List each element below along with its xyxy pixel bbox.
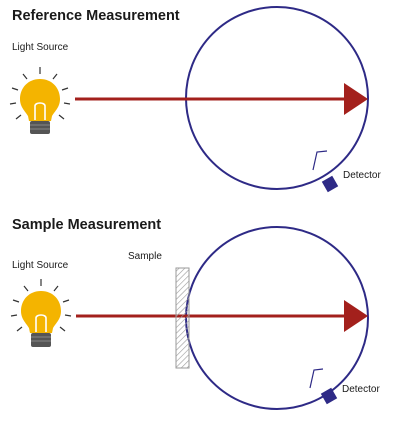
reference-detector-baffle <box>312 150 328 171</box>
sample-detector-baffle <box>309 368 324 389</box>
reference-light-source-label: Light Source <box>12 42 69 53</box>
sample-beam-arrowhead <box>344 300 368 332</box>
reference-bulb-base <box>30 121 50 134</box>
sample-title: Sample Measurement <box>12 217 162 233</box>
reference-title: Reference Measurement <box>12 8 180 24</box>
sample-light-source-label: Light Source <box>12 260 69 271</box>
reference-light-rays <box>9 67 71 120</box>
reference-bulb-icon <box>20 79 60 121</box>
reference-beam-arrowhead <box>344 83 368 115</box>
reference-detector <box>321 175 339 193</box>
sample-light-rays <box>10 279 72 332</box>
sample-light-source <box>10 279 72 347</box>
sample-detector <box>320 387 338 405</box>
sample-label: Sample <box>128 251 162 262</box>
reference-light-source <box>9 67 71 134</box>
sample-bulb-base <box>31 333 51 347</box>
reference-detector-label: Detector <box>343 170 381 181</box>
sample-detector-label: Detector <box>342 384 380 395</box>
sample-integrating-sphere <box>185 226 369 410</box>
sample-plate <box>175 267 190 369</box>
sample-bulb-icon <box>21 291 61 333</box>
